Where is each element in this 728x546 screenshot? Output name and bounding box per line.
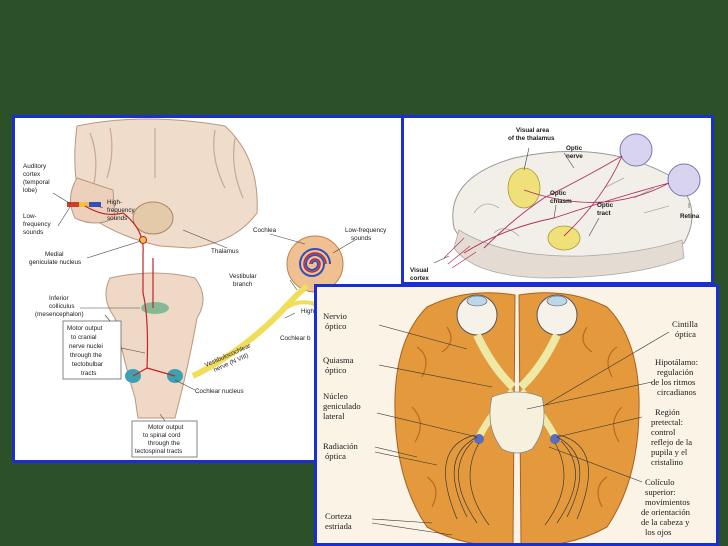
medial-geniculate-dot <box>139 236 147 244</box>
label-cochlear-branch-cut: Cochlear b <box>280 335 311 342</box>
tonotopic-bar-red <box>67 202 79 207</box>
midbrain <box>489 391 545 454</box>
label-retina: Retina <box>680 213 700 220</box>
vestibular-branch-shape <box>278 300 316 315</box>
eye-top <box>619 133 653 167</box>
visual-thalamus-shape <box>507 167 541 209</box>
optic-radiation-left <box>445 434 490 526</box>
eye-bottom <box>667 163 701 197</box>
brain-gyri <box>473 177 670 237</box>
tonotopic-bar-yellow <box>79 202 89 207</box>
leader-lines-spanish <box>371 324 670 536</box>
optic-nerves <box>473 333 561 390</box>
temporal-lobe <box>70 177 116 224</box>
inferior-colliculus-shape <box>141 302 169 314</box>
tonotopic-bar-blue <box>89 202 101 207</box>
right-cornea <box>546 295 568 307</box>
right-lgn <box>550 434 560 444</box>
brainstem-lower <box>134 397 181 419</box>
visual-cortex-radiation <box>443 237 477 269</box>
leader-lines-visual <box>433 147 690 264</box>
label-thalamus: Thalamus <box>211 248 239 255</box>
optic-radiation-right <box>544 434 589 526</box>
leader-lines <box>52 192 356 422</box>
label-cochlea: Cochlea <box>253 227 277 234</box>
label-high-cut: High <box>301 308 314 315</box>
label-vestibulocochlear: Vestibulocochlearnerve (N VIII) <box>204 342 255 376</box>
motor-cranial-box <box>62 320 122 380</box>
motor-spinal-box <box>131 420 198 458</box>
lgn-shape <box>547 225 581 251</box>
label-cochlear-nucleus: Cochlear nucleus <box>195 388 244 395</box>
brain-section-lower <box>453 229 685 279</box>
left-cornea <box>466 295 488 307</box>
cochlea-spiral <box>298 248 331 277</box>
vestibulocochlear-nerve <box>191 283 309 379</box>
left-lgn <box>474 434 484 444</box>
cortex-folds <box>89 127 244 199</box>
thalamus-shape <box>132 201 174 235</box>
cochlea-spiral-red <box>303 252 327 273</box>
